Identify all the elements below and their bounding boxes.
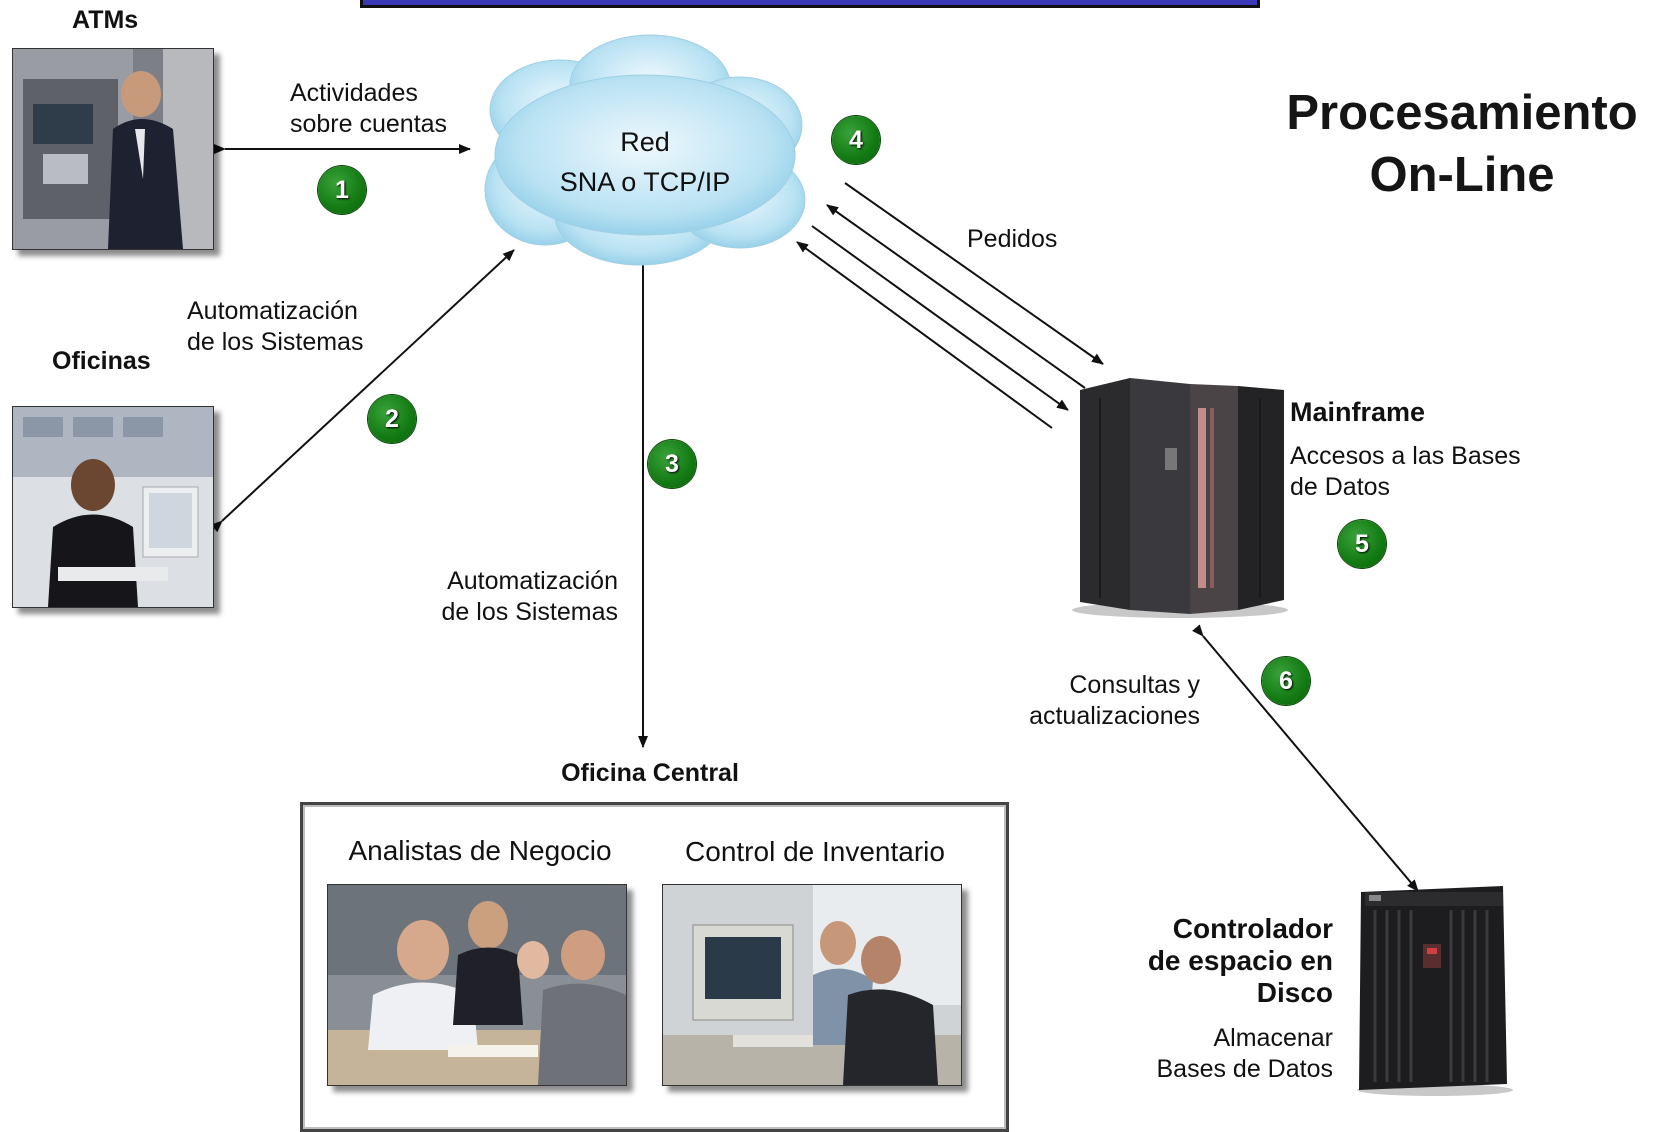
step-2-badge: 2 [368, 395, 416, 443]
business-meeting-photo [327, 884, 627, 1086]
disk-desc: Almacenar Bases de Datos [1080, 1023, 1334, 1085]
arrow-mainframe-disk [1192, 624, 1419, 892]
atm-user-photo [12, 48, 214, 250]
oficinas-label: Oficinas [52, 347, 151, 375]
step-5-badge: 5 [1338, 520, 1386, 568]
mainframe-desc-line2: de Datos [1290, 473, 1391, 501]
arrow-pedidos-3 [811, 225, 1069, 411]
mainframe-server-icon [1070, 378, 1290, 618]
disk-link-label: Consultas y actualizaciones [960, 670, 1200, 732]
inventory-workstation-photo [662, 884, 962, 1086]
network-label: Red SNA o TCP/IP [520, 122, 770, 202]
disk-label: Controlador de espacio en Disco [1080, 913, 1333, 1009]
diagram-title-line1: Procesamiento [1286, 86, 1638, 140]
panel-caption-inventario: Control de Inventario [685, 836, 945, 867]
network-label-line2: SNA o TCP/IP [559, 167, 731, 197]
central-link-label-line1: Automatización [447, 567, 618, 595]
mainframe-label: Mainframe [1290, 397, 1426, 427]
step-6-badge: 6 [1262, 657, 1310, 705]
oficina-central-label: Oficina Central [561, 759, 739, 787]
oficinas-link-label: Automatización de los Sistemas [187, 296, 363, 358]
disk-desc-line1: Almacenar [1213, 1024, 1334, 1052]
disk-link-label-line1: Consultas y [1069, 671, 1200, 699]
disk-label-line2: de espacio en [1147, 945, 1333, 976]
oficinas-link-label-line2: de los Sistemas [187, 328, 364, 356]
cloud-icon [484, 34, 806, 266]
panel-caption-analistas: Analistas de Negocio [348, 835, 612, 866]
mainframe-desc: Accesos a las Bases de Datos [1290, 441, 1521, 503]
atms-link-label-line2: sobre cuentas [290, 110, 448, 138]
central-link-label: Automatización de los Sistemas [400, 566, 618, 628]
office-worker-photo [12, 406, 214, 608]
arrow-oficinas-network [210, 249, 515, 533]
arrow-pedidos-4 [796, 241, 1053, 429]
disk-storage-icon [1355, 886, 1515, 1096]
central-link-label-line2: de los Sistemas [441, 598, 618, 626]
disk-desc-line2: Bases de Datos [1156, 1055, 1334, 1083]
arrow-pedidos-1 [844, 182, 1104, 365]
diagram-title-line2: On-Line [1369, 148, 1555, 202]
step-4-badge: 4 [832, 116, 880, 164]
disk-link-label-line2: actualizaciones [1029, 702, 1200, 730]
atms-link-label-line1: Actividades [290, 79, 418, 107]
disk-label-line3: Disco [1256, 977, 1333, 1008]
mainframe-desc-line1: Accesos a las Bases [1290, 442, 1521, 470]
arrow-pedidos-2 [826, 204, 1086, 389]
oficinas-link-label-line1: Automatización [187, 297, 358, 325]
disk-label-line1: Controlador [1172, 913, 1333, 944]
network-label-line1: Red [620, 127, 670, 157]
step-3-badge: 3 [648, 440, 696, 488]
title-bar [360, 0, 1260, 8]
diagram-title: Procesamiento On-Line [1262, 82, 1662, 206]
pedidos-label: Pedidos [967, 225, 1058, 253]
atms-label: ATMs [72, 6, 139, 34]
atms-link-label: Actividades sobre cuentas [290, 78, 447, 140]
step-1-badge: 1 [318, 166, 366, 214]
